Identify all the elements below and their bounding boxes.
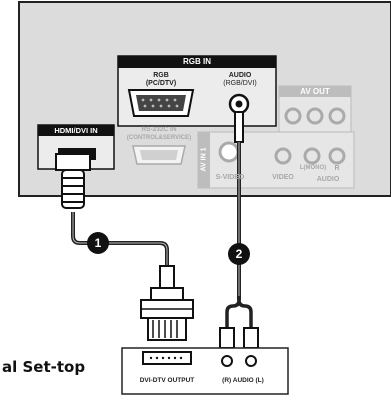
step-2-badge [228,243,250,265]
av-out-jacks [284,107,346,125]
rs232c-sub-label: (CONTROL&SERVICE) [126,135,192,141]
av-in-audio-label: AUDIO [316,176,340,183]
video-audio-jacks [274,147,346,165]
step-2-number: 2 [235,247,243,261]
rgb-sub-label: (PC/DTV) [145,80,177,87]
av-in-1-label: AV IN 1 [200,147,208,172]
hdmi-plug [55,153,91,171]
step-1-badge [87,232,109,254]
hdmi-dvi-in-header-bar [38,125,114,136]
dvi-plug [159,265,175,289]
set-top-title: al Set-top [2,358,86,376]
video-label: VIDEO [272,174,294,181]
audio-label: AUDIO [228,72,252,79]
set-top-audio-r-jack [221,355,233,367]
dvi-dtv-output-label: DVI-DTV OUTPUT [139,377,195,384]
rs232c-label: RS-232C IN [141,126,177,133]
set-top-dvi-port [142,351,192,365]
audio-cable-split [225,296,253,330]
av-out-label: AV OUT [300,87,330,96]
rgb-label: RGB [153,72,169,79]
svideo-jack [218,141,240,163]
hdmi-dvi-in-label: HDMI/DVI IN [54,126,98,135]
audio-mini-plug [234,111,244,143]
l-mono-label: L(MONO) [299,165,327,171]
av-in-1-side-bar [198,132,210,188]
r-label: R [334,165,340,172]
rgb-in-label: RGB IN [183,57,211,66]
audio-output-label: (R) AUDIO (L) [222,377,264,384]
av-out-header-bar [279,86,351,97]
step-1-number: 1 [94,236,102,250]
set-top-audio-l-jack [245,355,257,367]
audio-sub-label: (RGB/DVI) [223,80,257,87]
svideo-label: S-VIDEO [215,174,245,181]
rgb-in-header-bar [118,56,276,68]
rgb-port-pins [141,98,179,108]
